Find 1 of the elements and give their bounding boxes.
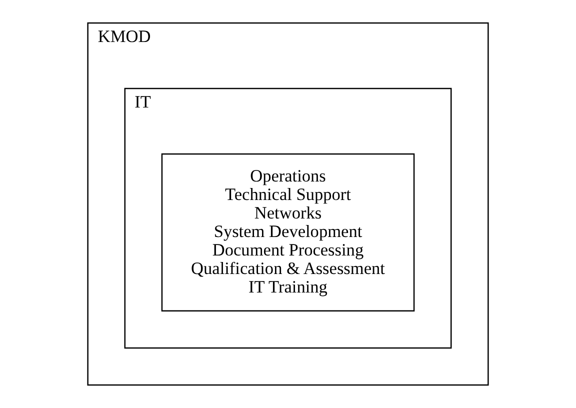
node-box: Operations Technical Support Networks System Development Document Processing Qualification & Assessment IT Training [161,153,415,312]
